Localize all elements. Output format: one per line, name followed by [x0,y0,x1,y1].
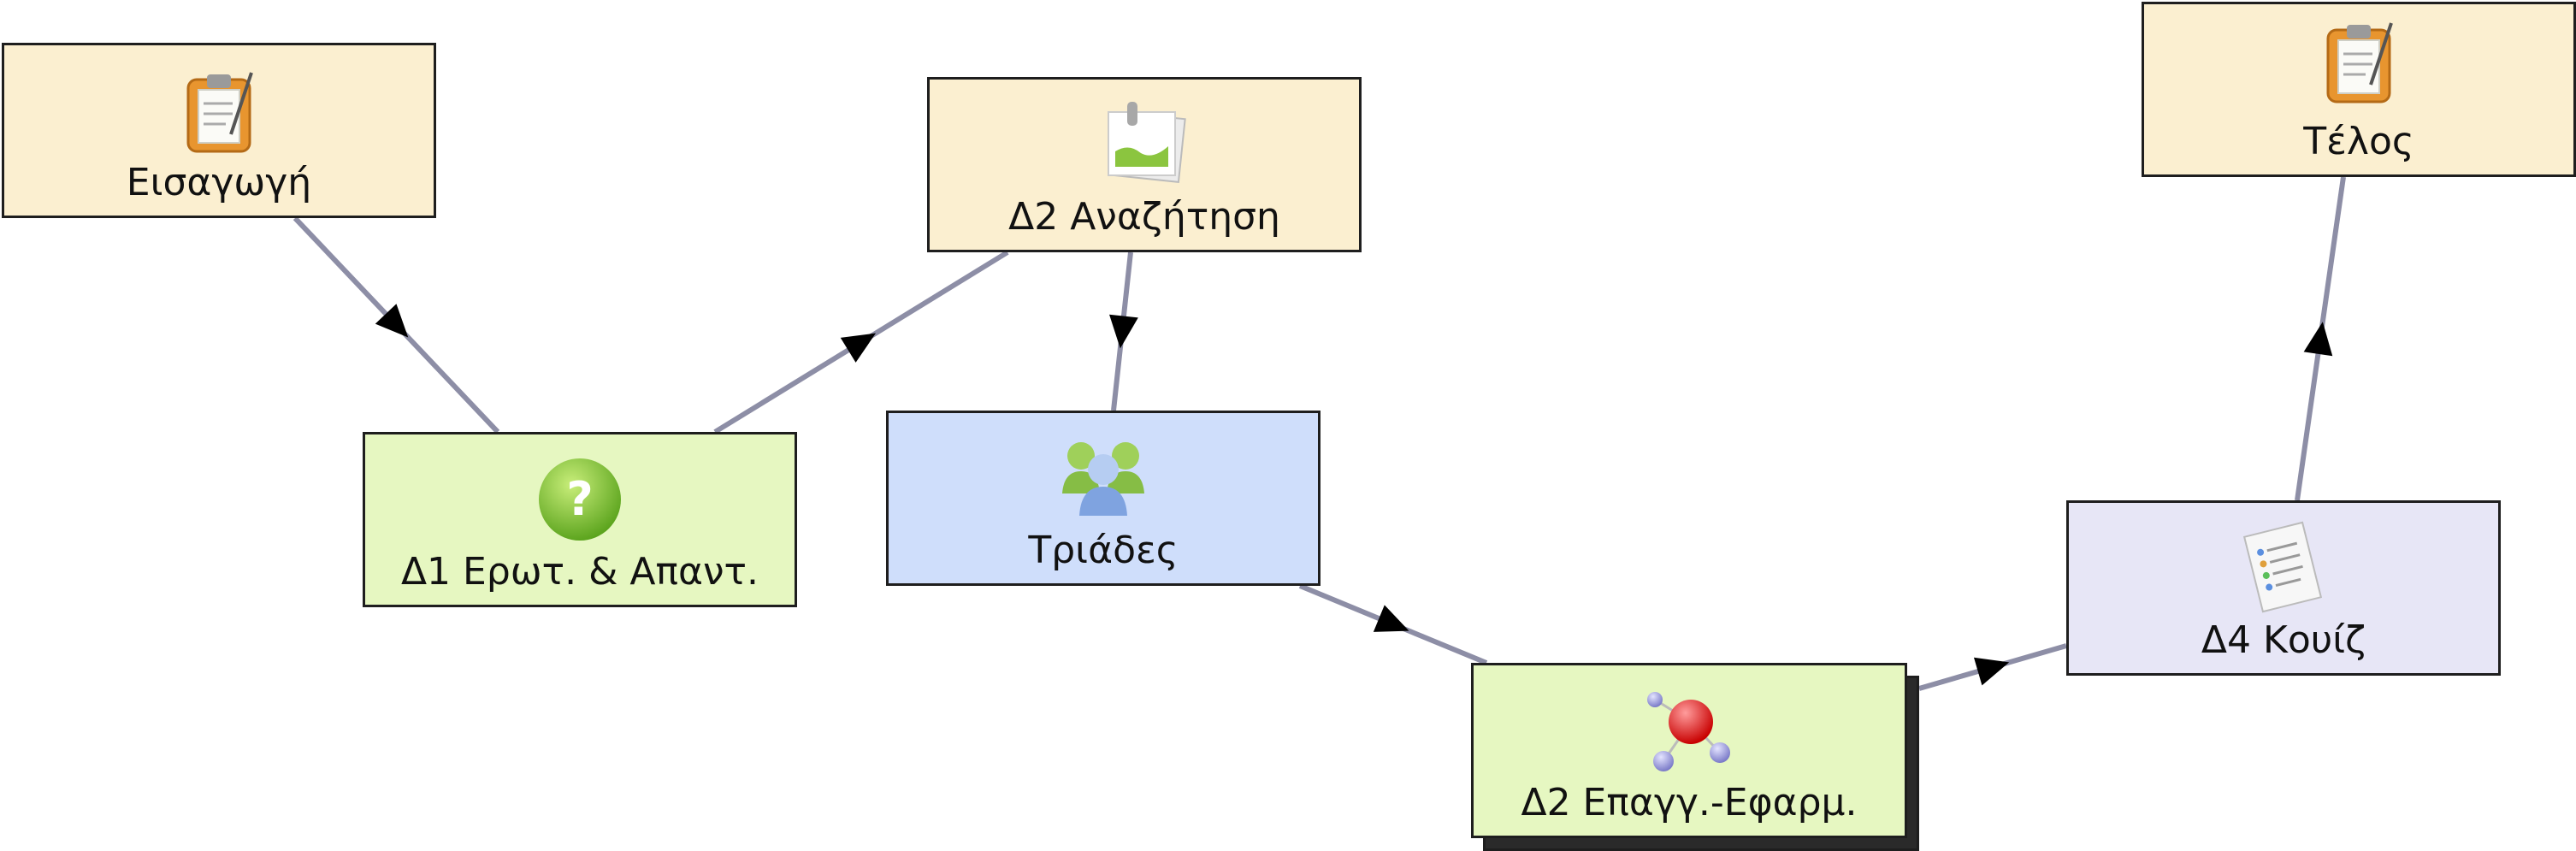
arrowhead-qa-search [840,333,877,363]
checklist-icon [2242,521,2323,613]
arrowhead-quiz-end [2303,322,2333,357]
arrowhead-triads-apply [1373,605,1409,632]
node-qa-label: Δ1 Ερωτ. & Απαντ. [400,550,759,594]
arrowhead-apply-quiz [1973,657,2010,686]
node-end-label: Τέλος [2303,120,2414,163]
node-triads-label: Τριάδες [1028,529,1179,572]
node-search-label: Δ2 Αναζήτηση [1008,195,1280,239]
node-quiz[interactable]: Δ4 Κουίζ [2066,500,2501,676]
node-apply-label: Δ2 Επαγγ.-Εφαρμ. [1521,781,1858,824]
clipboard-icon [2326,22,2393,103]
node-apply[interactable]: Δ2 Επαγγ.-Εφαρμ. [1471,663,1907,838]
arrowhead-search-triads [1109,314,1138,349]
node-intro-label: Εισαγωγή [126,161,312,204]
svg-text:?: ? [566,472,593,526]
clipboard-icon [186,72,253,153]
node-search[interactable]: Δ2 Αναζήτηση [927,77,1362,252]
node-triads[interactable]: Τριάδες [886,411,1320,586]
node-qa[interactable]: ? Δ1 Ερωτ. & Απαντ. [363,432,797,607]
question-icon: ? [539,458,621,541]
group-icon [1062,442,1144,516]
node-intro[interactable]: Εισαγωγή [2,43,436,218]
image-icon [1108,102,1186,183]
node-quiz-label: Δ4 Κουίζ [2201,618,2366,662]
node-end[interactable]: Τέλος [2142,2,2576,177]
molecule-icon [1647,692,1730,771]
arrowhead-intro-qa [375,304,409,338]
